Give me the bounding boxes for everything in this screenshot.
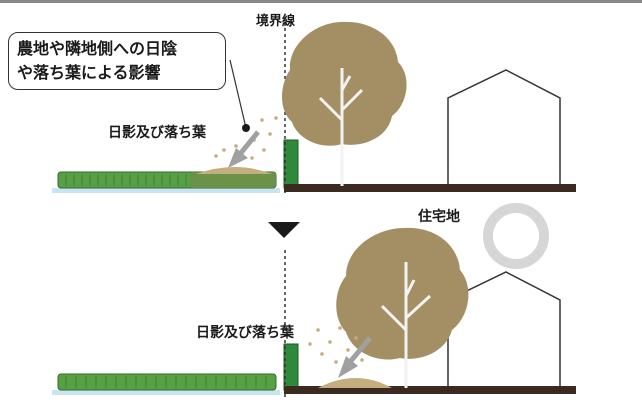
- callout-line-1: 農地や隣地側への日陰: [17, 39, 178, 58]
- crop-stripes-top: [65, 174, 187, 186]
- crop-row-bottom: [57, 373, 277, 391]
- shade-leaves-label-top: 日影及び落ち葉: [108, 125, 206, 141]
- down-triangle-icon: [268, 222, 300, 238]
- boundary-label: 境界線: [256, 14, 296, 29]
- falling-leaves-top: [214, 116, 278, 160]
- hedge-bottom: [283, 343, 299, 391]
- callout-pointer: [229, 59, 247, 129]
- shade-arrow-top-head: [228, 148, 248, 168]
- shade-arrow-bottom-shaft: [348, 336, 372, 364]
- tree-trunk-top: [318, 68, 364, 186]
- callout-box: 農地や隣地側への日陰 や落ち葉による影響: [8, 32, 226, 90]
- shade-arrow-bottom-head: [338, 356, 358, 378]
- sun-ring-icon: [483, 203, 549, 269]
- tree-trunk-bottom: [380, 262, 432, 388]
- ground-top: [284, 184, 576, 192]
- crop-stripes-bottom: [65, 376, 267, 388]
- water-strip-bottom: [52, 390, 280, 395]
- hedge-top: [283, 139, 299, 189]
- crop-shaded-top: [190, 172, 276, 188]
- leaf-mound-top: [196, 167, 272, 174]
- shade-arrow-top-shaft: [238, 130, 260, 156]
- callout-dot: [242, 124, 250, 132]
- house-top: [447, 69, 561, 184]
- water-strip-top: [52, 188, 280, 193]
- leaf-mound-bottom: [318, 378, 392, 388]
- residential-label: 住宅地: [418, 209, 460, 225]
- callout-line-2: や落ち葉による影響: [17, 63, 161, 82]
- shade-leaves-label-bottom: 日影及び落ち葉: [196, 325, 294, 341]
- ground-bottom: [284, 386, 576, 394]
- top-border: [0, 0, 642, 3]
- tree-crown-bottom: [336, 227, 469, 360]
